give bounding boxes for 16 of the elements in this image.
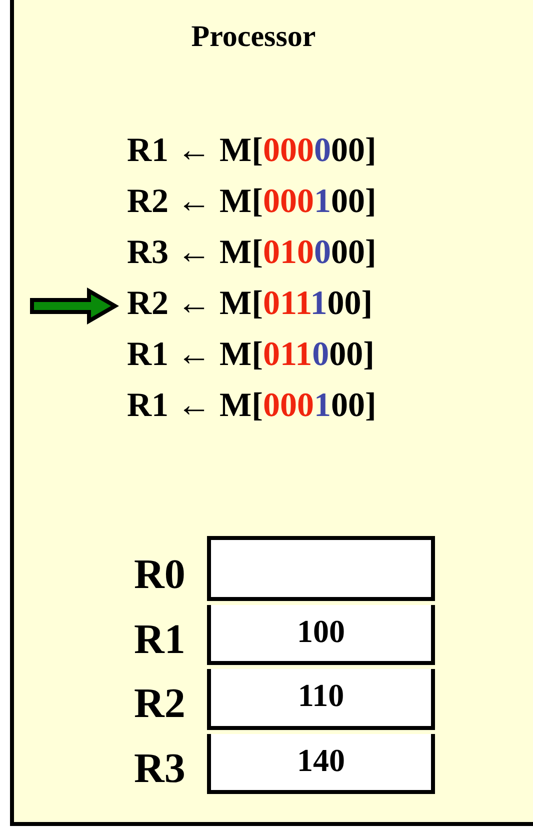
register-cell — [207, 536, 435, 600]
panel-title: Processor — [190, 20, 317, 54]
instruction-text: R1 ← M[011000] — [127, 335, 374, 375]
register-name: R3 — [134, 744, 186, 794]
instruction-text: R3 ← M[010000] — [127, 233, 376, 273]
register-name: R1 — [134, 616, 186, 664]
register-cell: 140 — [207, 734, 435, 794]
instruction-text: R2 ← M[000100] — [127, 182, 376, 222]
register-cell: 110 — [207, 669, 435, 730]
instruction-text: R2 ← M[011100] — [127, 284, 373, 324]
instruction-text: R1 ← M[000100] — [127, 386, 376, 426]
instruction-text: R1 ← M[000000] — [127, 131, 376, 171]
register-name: R0 — [134, 551, 186, 600]
register-name: R2 — [134, 680, 186, 729]
register-cell: 100 — [207, 604, 435, 665]
processor-panel — [10, 0, 533, 826]
